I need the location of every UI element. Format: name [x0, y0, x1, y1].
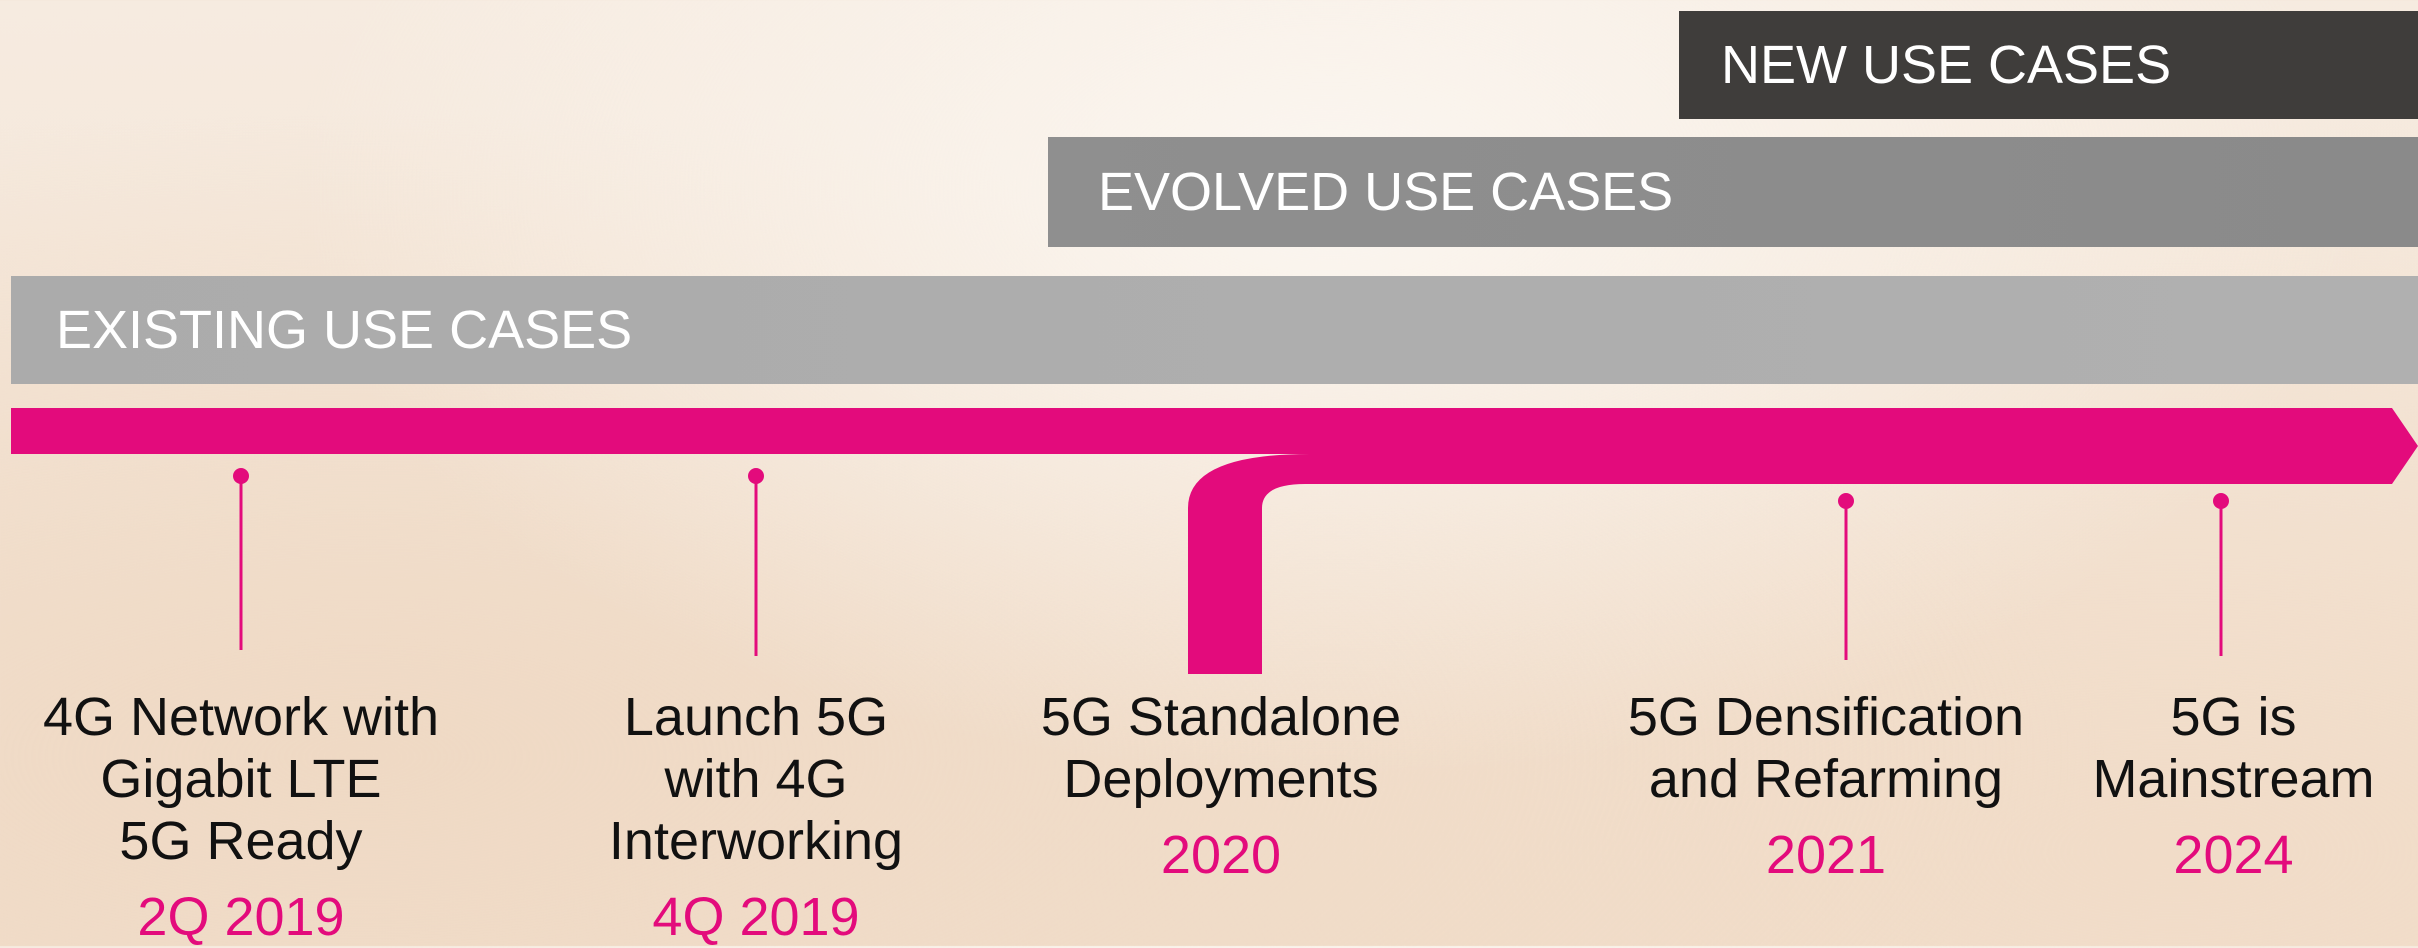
milestone-label-3: 5G Standalone Deployments 2020 [1016, 686, 1426, 886]
band-new-label: NEW USE CASES [1721, 35, 2172, 95]
band-existing-use-cases: EXISTING USE CASES [11, 276, 2418, 384]
milestone-label-2: Launch 5G with 4G Interworking 4Q 2019 [576, 686, 936, 948]
milestone-label-4: 5G Densification and Refarming 2021 [1596, 686, 2056, 886]
milestone-label-5: 5G is Mainstream 2024 [2061, 686, 2406, 886]
milestone-date: 2Q 2019 [137, 887, 345, 947]
milestone-desc: 5G Standalone Deployments [1040, 687, 1402, 809]
milestone-desc: 4G Network with Gigabit LTE 5G Ready [42, 687, 440, 871]
band-evolved-label: EVOLVED USE CASES [1098, 162, 1674, 222]
milestone-marker-4 [1838, 493, 1854, 660]
milestone-marker-1 [233, 468, 249, 650]
milestone-label-1: 4G Network with Gigabit LTE 5G Ready 2Q … [41, 686, 441, 948]
timeline-arrow [11, 408, 2418, 674]
milestone-date: 2024 [2173, 825, 2294, 885]
milestone-desc: Launch 5G with 4G Interworking [608, 687, 904, 871]
band-new-use-cases: NEW USE CASES [1679, 11, 2418, 119]
milestone-date: 2021 [1765, 825, 1887, 885]
milestone-desc: 5G Densification and Refarming [1627, 687, 2025, 809]
band-evolved-use-cases: EVOLVED USE CASES [1048, 137, 2418, 247]
milestone-marker-5 [2213, 493, 2229, 656]
milestone-date: 4Q 2019 [652, 887, 860, 947]
milestone-date: 2020 [1160, 825, 1282, 885]
milestone-desc: 5G is Mainstream [2092, 687, 2375, 809]
milestone-marker-2 [748, 468, 764, 656]
band-existing-label: EXISTING USE CASES [56, 300, 633, 360]
